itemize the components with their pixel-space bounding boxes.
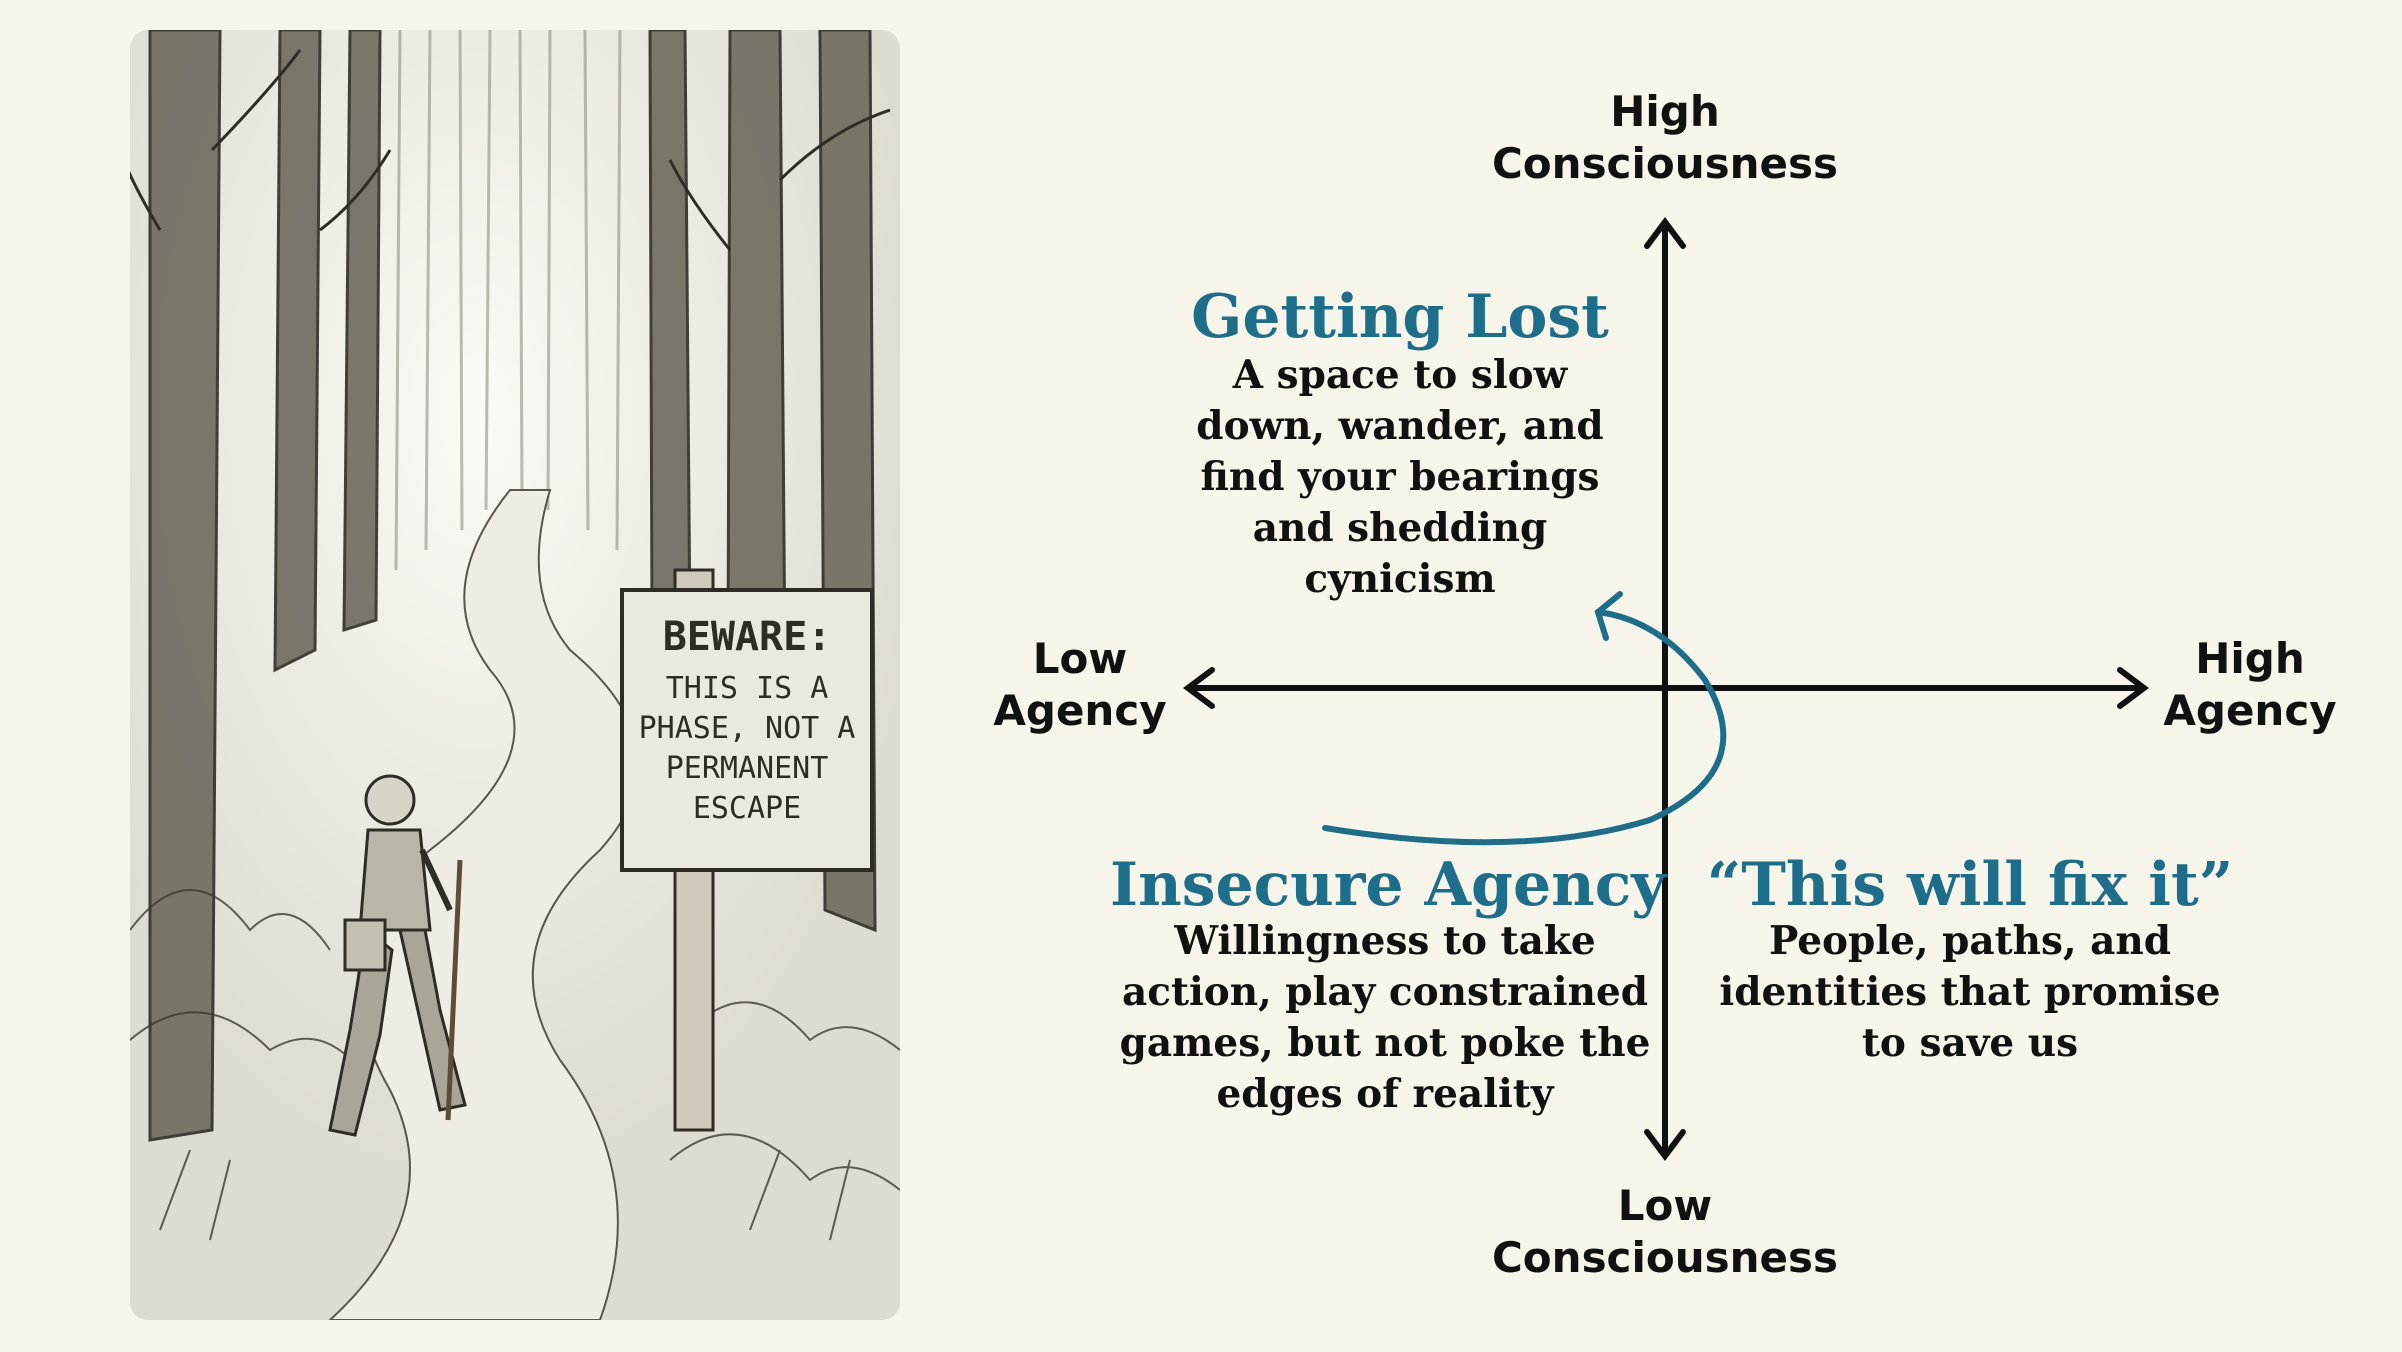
axis-label-left-line-1: Low bbox=[1032, 634, 1128, 683]
quadrant-body-this-will-fix-it: People, paths, and identities that promi… bbox=[1719, 918, 2221, 1066]
axis-label-left-line-2: Agency bbox=[993, 686, 1167, 735]
sign-heading: BEWARE: bbox=[663, 614, 832, 660]
curved-arrow bbox=[1322, 591, 1727, 846]
axis-label-bottom-line-2: Consciousness bbox=[1491, 1233, 1838, 1282]
hiker-figure bbox=[328, 774, 467, 1137]
quadrant-title-getting-lost: Getting Lost bbox=[1191, 282, 1609, 352]
warning-sign: BEWARE: THIS IS A PHASE, NOT A PERMANENT… bbox=[620, 568, 874, 1132]
horizontal-axis bbox=[1183, 667, 2149, 709]
sign-line-1: THIS IS A bbox=[666, 671, 829, 706]
quadrant-body-getting-lost: A space to slow down, wander, and find y… bbox=[1196, 352, 1604, 602]
axis-label-left: Low Agency bbox=[960, 633, 1200, 737]
axis-label-right: High Agency bbox=[2120, 633, 2380, 737]
axis-label-bottom: Low Consciousness bbox=[1465, 1180, 1865, 1284]
sign-line-3: PERMANENT bbox=[666, 751, 829, 786]
axis-label-right-line-1: High bbox=[2195, 634, 2305, 683]
quadrant-title-this-will-fix-it: “This will fix it” bbox=[1706, 850, 2234, 920]
forest-hiker-illustration: BEWARE: THIS IS A PHASE, NOT A PERMANENT… bbox=[130, 30, 900, 1320]
quadrant-title-insecure-agency: Insecure Agency bbox=[1110, 850, 1667, 920]
quadrant-body-insecure-agency: Willingness to take action, play constra… bbox=[1119, 918, 1651, 1117]
sign-line-2: PHASE, NOT A bbox=[639, 711, 856, 746]
axis-label-top: High Consciousness bbox=[1465, 86, 1865, 190]
axis-label-right-line-2: Agency bbox=[2163, 686, 2337, 735]
axis-label-top-line-2: Consciousness bbox=[1491, 139, 1838, 188]
axis-label-bottom-line-1: Low bbox=[1617, 1181, 1713, 1230]
sign-line-4: ESCAPE bbox=[693, 791, 801, 826]
axis-label-top-line-1: High bbox=[1610, 87, 1720, 136]
